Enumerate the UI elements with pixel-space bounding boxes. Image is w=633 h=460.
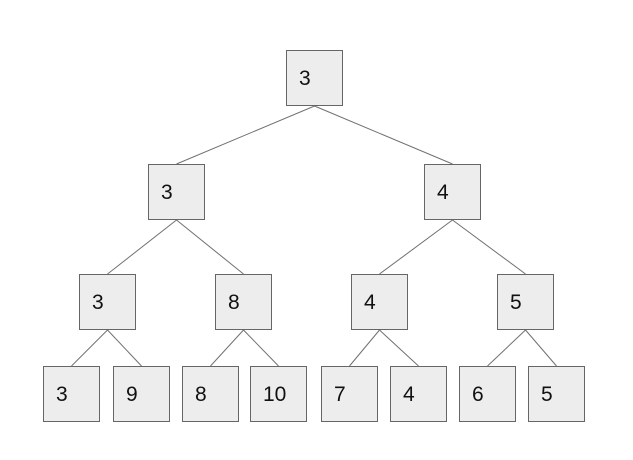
tree-leaf-node: 6 bbox=[459, 366, 516, 422]
tree-node-value: 8 bbox=[195, 382, 207, 406]
tree-node-value: 7 bbox=[334, 382, 346, 406]
tree-edge bbox=[176, 105, 315, 165]
tree-leaf-node: 10 bbox=[250, 366, 307, 422]
tree-node: 8 bbox=[215, 274, 272, 330]
tree-edge bbox=[176, 219, 244, 275]
tree-node: 3 bbox=[148, 164, 205, 220]
tree-leaf-node: 9 bbox=[113, 366, 170, 422]
tree-node-value: 10 bbox=[263, 382, 287, 406]
tree-node-value: 3 bbox=[92, 290, 104, 314]
tree-edge bbox=[107, 219, 177, 275]
tree-edge bbox=[379, 219, 453, 275]
tree-node-value: 9 bbox=[126, 382, 138, 406]
tree-edge bbox=[379, 329, 419, 367]
tree-node-value: 8 bbox=[228, 290, 240, 314]
tree-edge bbox=[487, 329, 526, 367]
tree-node-root: 3 bbox=[286, 50, 343, 106]
tree-node: 4 bbox=[424, 164, 481, 220]
tree-edge bbox=[210, 329, 244, 367]
tree-leaf-node: 8 bbox=[182, 366, 239, 422]
tree-node-value: 3 bbox=[56, 382, 68, 406]
tree-leaf-node: 7 bbox=[321, 366, 378, 422]
tree-node: 4 bbox=[351, 274, 408, 330]
tree-node-value: 5 bbox=[510, 290, 522, 314]
tree-node-value: 5 bbox=[541, 382, 553, 406]
tree-node-value: 6 bbox=[472, 382, 484, 406]
tree-edge bbox=[243, 329, 279, 367]
tree-node: 5 bbox=[497, 274, 554, 330]
tree-leaf-node: 5 bbox=[528, 366, 585, 422]
tree-leaf-node: 4 bbox=[390, 366, 447, 422]
tree-node-value: 3 bbox=[161, 180, 173, 204]
tree-edge bbox=[349, 329, 380, 367]
tree-node-value: 4 bbox=[437, 180, 449, 204]
tree-edge bbox=[107, 329, 142, 367]
tree-leaf-node: 3 bbox=[43, 366, 100, 422]
tree-node-value: 3 bbox=[299, 66, 311, 90]
tree-edge bbox=[314, 105, 453, 165]
tree-node: 3 bbox=[79, 274, 136, 330]
tree-edge bbox=[71, 329, 108, 367]
tree-edge bbox=[452, 219, 526, 275]
tree-node-value: 4 bbox=[364, 290, 376, 314]
tree-edge bbox=[525, 329, 557, 367]
tree-node-value: 4 bbox=[403, 382, 415, 406]
